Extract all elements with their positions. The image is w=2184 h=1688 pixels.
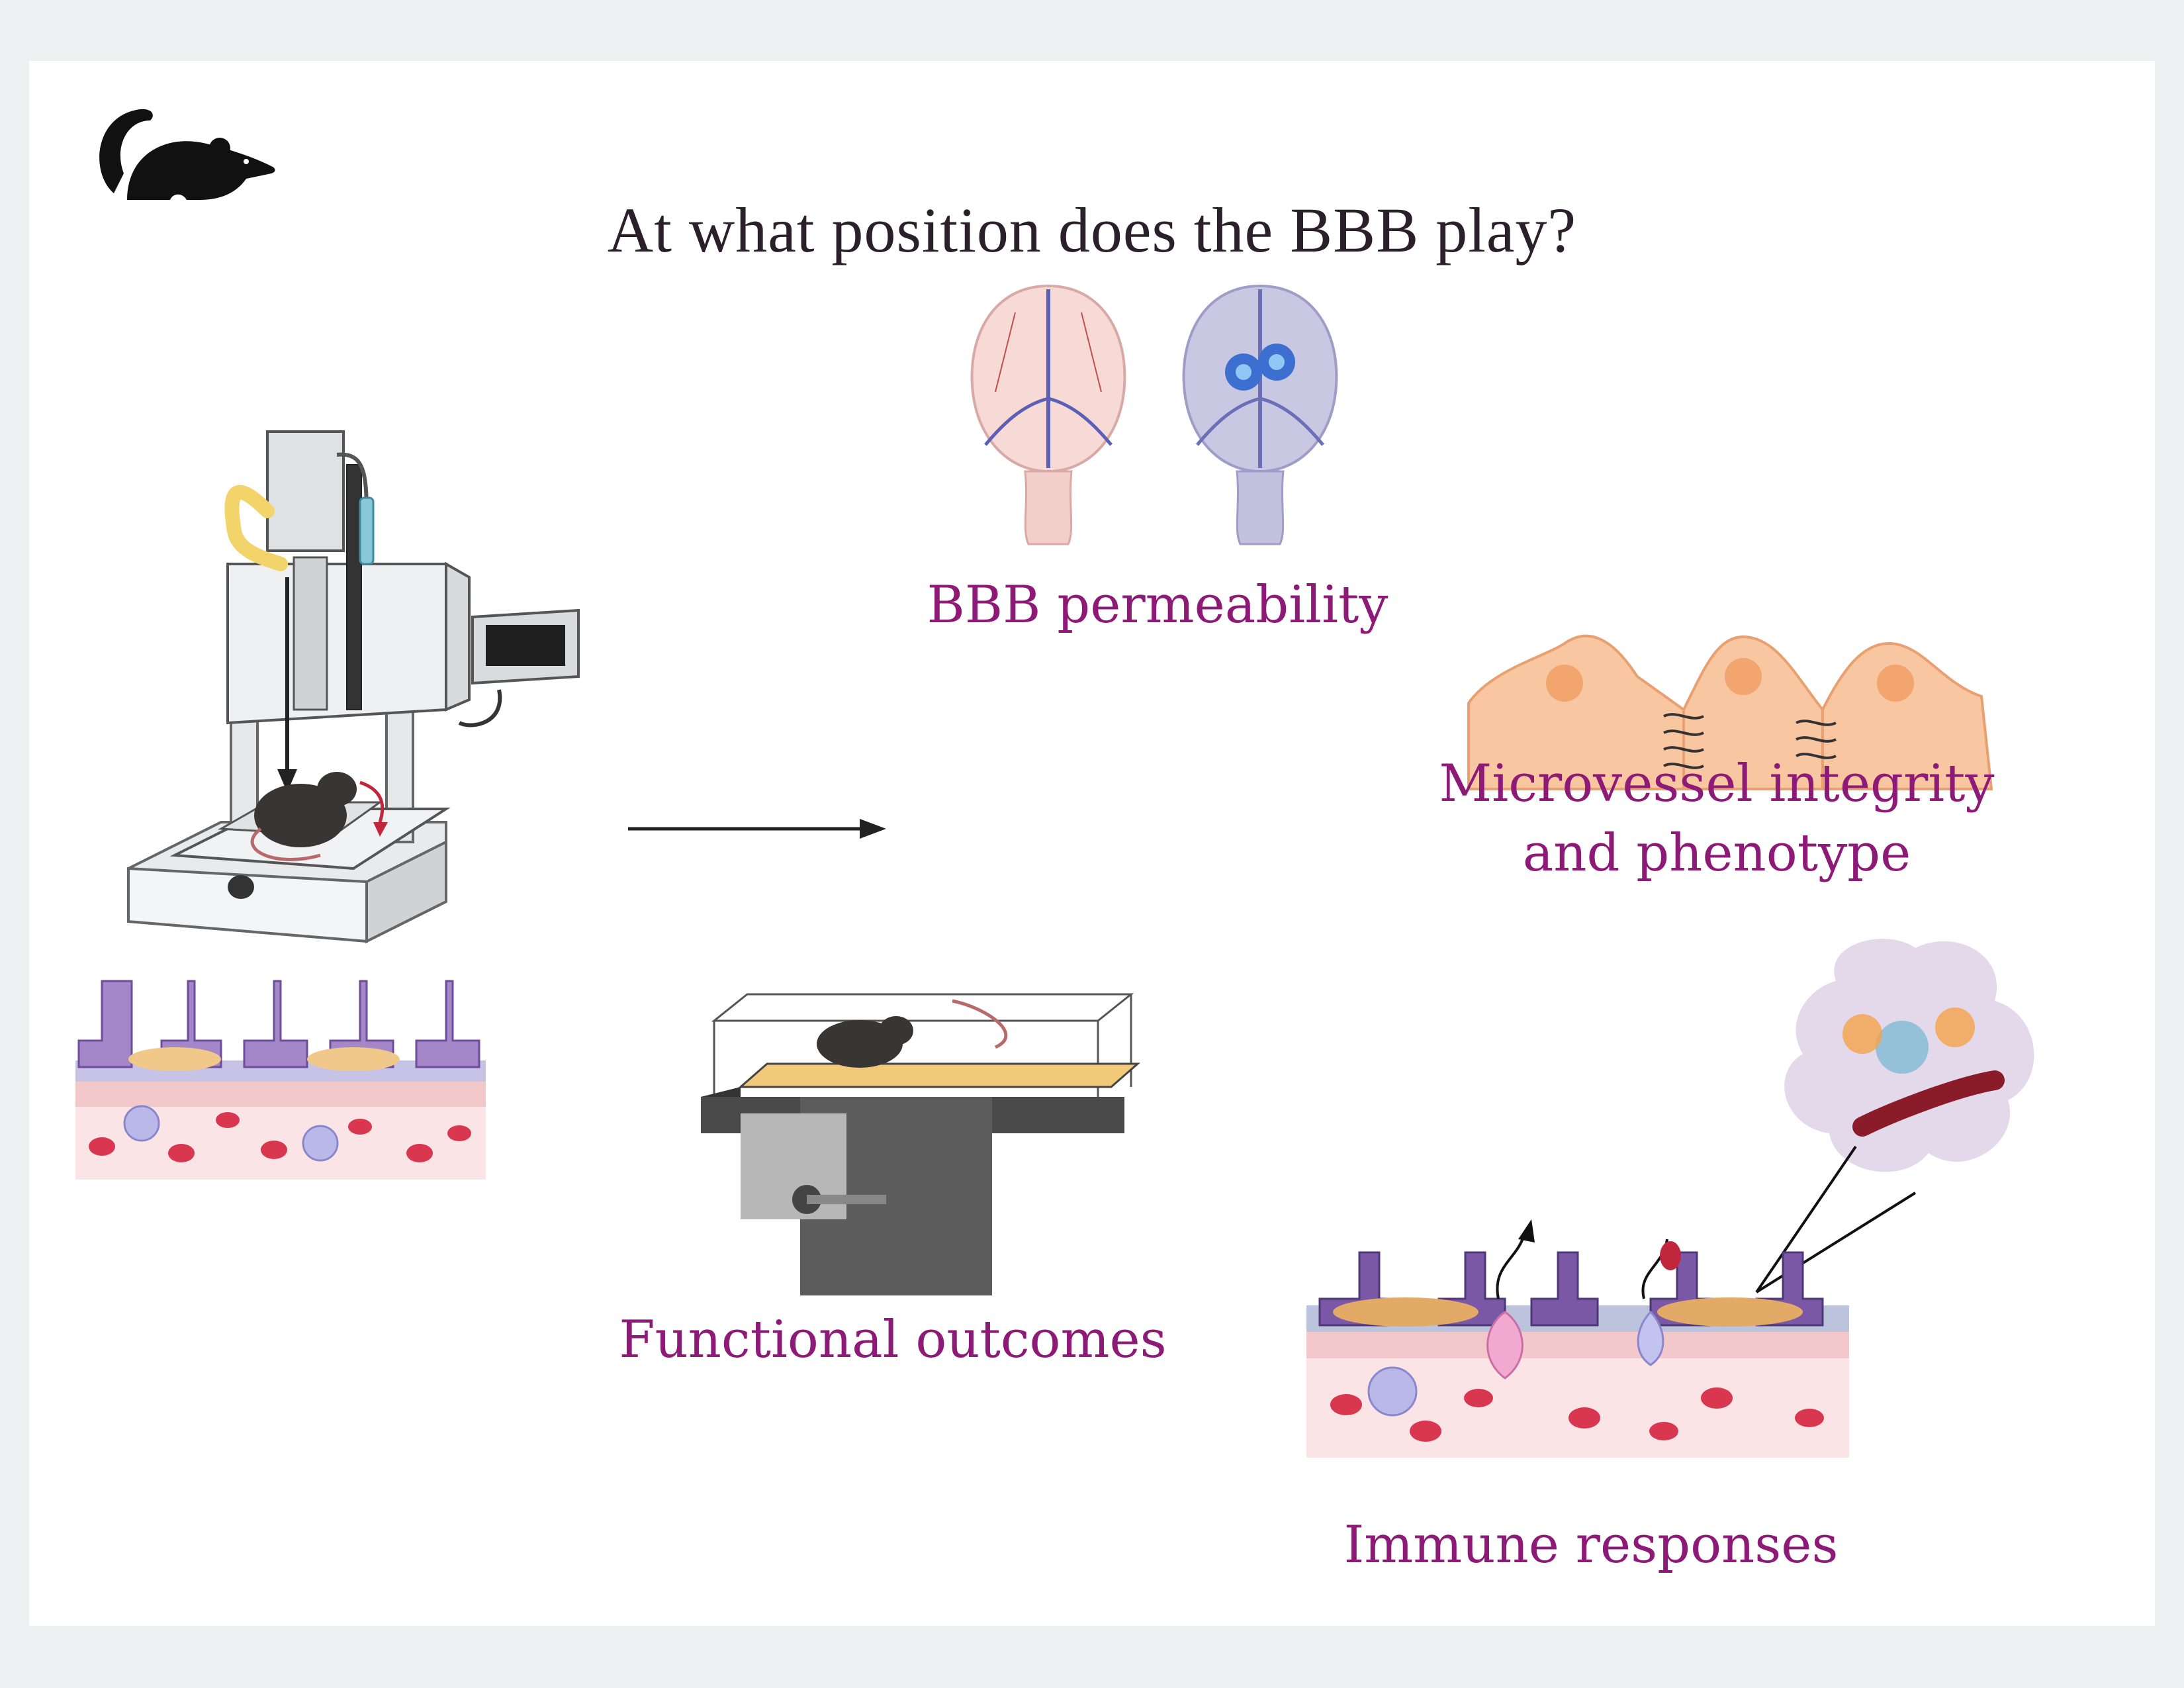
brain-disrupted-illustration: [1182, 284, 1338, 545]
figure-panel: At what position does the BBB play?: [29, 61, 2155, 1626]
mouse-treadmill-icon: [701, 993, 1140, 1295]
stereotaxic-impactor-icon: [127, 430, 580, 944]
microvessel-label-line1: Microvessel integrity: [1439, 754, 1995, 814]
brain-normal-illustration: [970, 284, 1126, 545]
mouse-silhouette-icon: [99, 109, 275, 200]
functional-outcomes-label: Functional outcomes: [619, 1310, 1167, 1370]
endothelial-cells-illustration: [1467, 634, 1993, 790]
immune-responses-label: Immune responses: [1343, 1515, 1839, 1575]
right-arrow-icon: [628, 819, 886, 839]
bbb-cross-section-illustration: [75, 980, 486, 1180]
microvessel-label-line2: and phenotype: [1522, 823, 1911, 884]
microvessel-label: Microvessel integrity and phenotype: [1419, 749, 2015, 889]
immune-responses-illustration: [1306, 939, 2034, 1458]
bbb-permeability-label: BBB permeability: [927, 575, 1388, 635]
page-title: At what position does the BBB play?: [607, 195, 1577, 265]
